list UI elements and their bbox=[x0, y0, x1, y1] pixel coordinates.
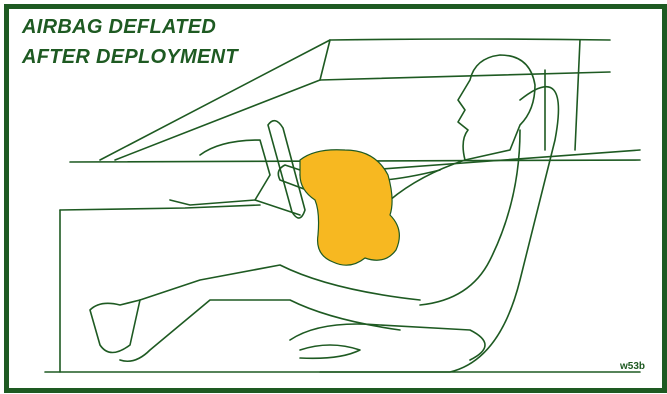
occupant-foot bbox=[90, 300, 140, 353]
deflated-airbag bbox=[300, 150, 399, 265]
occupant-lower-leg bbox=[120, 300, 400, 361]
figure-code: w53b bbox=[620, 361, 645, 372]
dashboard bbox=[170, 140, 270, 205]
caption-line-1: AIRBAG DEFLATED bbox=[22, 16, 216, 39]
rear-pillar bbox=[575, 40, 580, 150]
occupant-head bbox=[458, 55, 535, 160]
seat-cushion bbox=[290, 324, 485, 360]
occupant-back bbox=[420, 130, 520, 305]
caption-line-2: AFTER DEPLOYMENT bbox=[22, 46, 238, 69]
steering-column bbox=[255, 200, 300, 215]
occupant-thigh bbox=[140, 265, 420, 300]
dash-lower bbox=[60, 205, 260, 210]
a-pillar bbox=[320, 40, 330, 80]
seat-cushion-edge bbox=[300, 345, 360, 358]
